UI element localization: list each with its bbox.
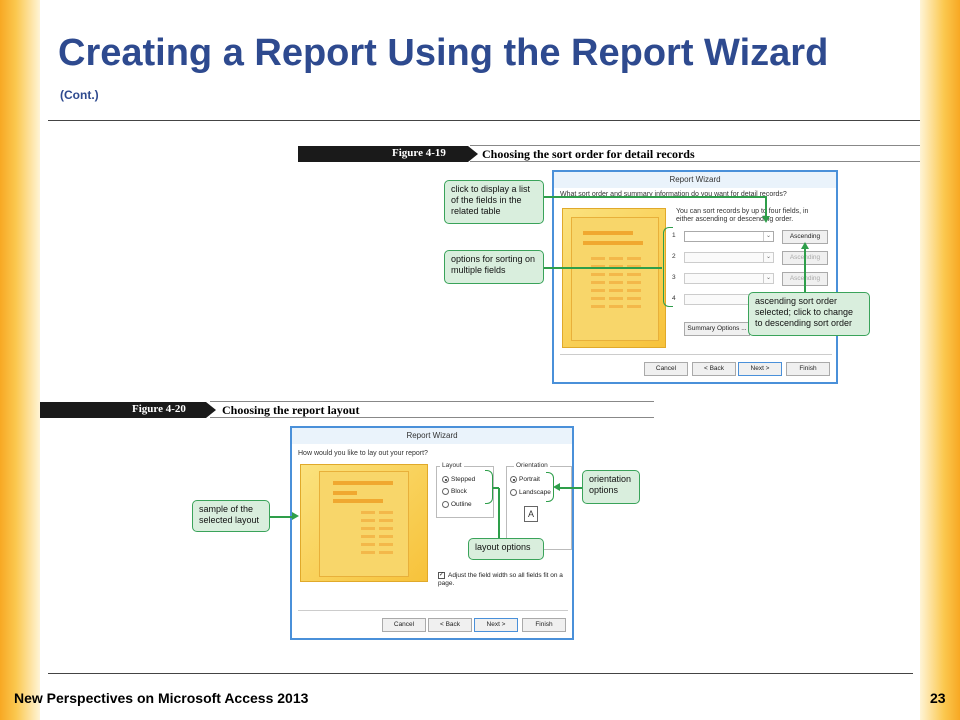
figure20-label-tail [206, 402, 216, 418]
slide-subtitle: (Cont.) [60, 88, 99, 102]
layout-options-brace [485, 470, 493, 504]
arrow-right-icon [292, 512, 299, 520]
field-list-connector-down [765, 196, 767, 218]
dialog-separator [298, 610, 568, 611]
multi-sort-callout: options for sorting on multiple fields [444, 250, 544, 284]
right-accent-bar [920, 0, 960, 720]
portrait-page-icon: A [524, 506, 538, 522]
chevron-down-icon[interactable]: ⌄ [763, 274, 773, 283]
slide-title: Creating a Report Using the Report Wizar… [58, 32, 829, 74]
sample-connector [270, 516, 292, 518]
report-wizard-layout-dialog: Report Wizard How would you like to lay … [290, 426, 574, 640]
layout-group [436, 466, 494, 518]
figure19-label-tail [468, 146, 478, 162]
orientation-callout: orientation options [582, 470, 640, 504]
sort-field-1-combo[interactable]: ⌄ [684, 231, 774, 242]
layout-outline-radio[interactable]: Outline [442, 501, 472, 508]
field-list-connector [544, 196, 766, 198]
figure20-line-bottom [210, 417, 654, 418]
layout-options-connector [498, 488, 500, 538]
figure19-line-top [470, 145, 920, 146]
page-number: 23 [930, 690, 946, 706]
layout-block-radio[interactable]: Block [442, 488, 467, 495]
multi-sort-brace [663, 227, 673, 307]
sort-row-number: 3 [672, 274, 676, 281]
title-divider [48, 120, 920, 121]
layout-group-label: Layout [440, 462, 464, 469]
orientation-group-label: Orientation [514, 462, 550, 469]
back-button[interactable]: < Back [692, 362, 736, 376]
cancel-button[interactable]: Cancel [382, 618, 426, 632]
figure19-label: Figure 4-19 [392, 147, 446, 159]
next-button[interactable]: Next > [738, 362, 782, 376]
left-accent-bar [0, 0, 40, 720]
layout-sample-preview [300, 464, 428, 582]
figure19-line-bottom [470, 161, 920, 162]
figure19-caption: Choosing the sort order for detail recor… [482, 147, 695, 161]
dialog-prompt: What sort order and summary information … [560, 191, 787, 198]
checkmark-icon[interactable]: ✓ [438, 572, 445, 579]
sort-row-number: 2 [672, 253, 676, 260]
sort-field-3-combo[interactable]: ⌄ [684, 273, 774, 284]
figure20-label-bar: Figure 4-20 [40, 402, 216, 418]
sort-instructions: You can sort records by up to four field… [676, 208, 809, 223]
multi-sort-connector [544, 267, 662, 269]
dialog-title: Report Wizard [554, 172, 836, 188]
figure20-label: Figure 4-20 [132, 403, 186, 415]
finish-button[interactable]: Finish [786, 362, 830, 376]
cancel-button[interactable]: Cancel [644, 362, 688, 376]
sort-sample-preview [562, 208, 666, 348]
finish-button[interactable]: Finish [522, 618, 566, 632]
next-button[interactable]: Next > [474, 618, 518, 632]
arrow-left-icon [553, 483, 560, 491]
layout-stepped-radio[interactable]: Stepped [442, 476, 475, 483]
figure19-label-bar: Figure 4-19 [298, 146, 478, 162]
chevron-down-icon[interactable]: ⌄ [763, 253, 773, 262]
arrow-down-icon [762, 216, 770, 223]
report-wizard-sort-dialog: Report Wizard What sort order and summar… [552, 170, 838, 384]
arrow-up-icon [801, 242, 809, 249]
ascending-callout: ascending sort order selected; click to … [748, 292, 870, 336]
back-button[interactable]: < Back [428, 618, 472, 632]
orientation-brace [546, 472, 554, 502]
ascending-connector [804, 248, 806, 292]
footer-divider [48, 673, 913, 674]
orientation-portrait-radio[interactable]: Portrait [510, 476, 540, 483]
layout-options-callout: layout options [468, 538, 544, 560]
footer-text: New Perspectives on Microsoft Access 201… [14, 690, 309, 706]
dialog-prompt: How would you like to lay out your repor… [298, 450, 428, 457]
sort-field-2-combo[interactable]: ⌄ [684, 252, 774, 263]
adjust-width-checkbox[interactable]: ✓Adjust the field width so all fields fi… [438, 572, 563, 587]
sort-row-number: 4 [672, 295, 676, 302]
dialog-title: Report Wizard [292, 428, 572, 444]
layout-sample-callout: sample of the selected layout [192, 500, 270, 532]
figure20-line-top [210, 401, 654, 402]
figure20-caption: Choosing the report layout [222, 403, 360, 417]
orientation-connector [560, 487, 582, 489]
sort-row-number: 1 [672, 232, 676, 239]
orientation-landscape-radio[interactable]: Landscape [510, 489, 551, 496]
summary-options-button[interactable]: Summary Options ... [684, 322, 750, 336]
chevron-down-icon[interactable]: ⌄ [763, 232, 773, 241]
dialog-separator [560, 354, 832, 355]
field-list-callout: click to display a list of the fields in… [444, 180, 544, 224]
